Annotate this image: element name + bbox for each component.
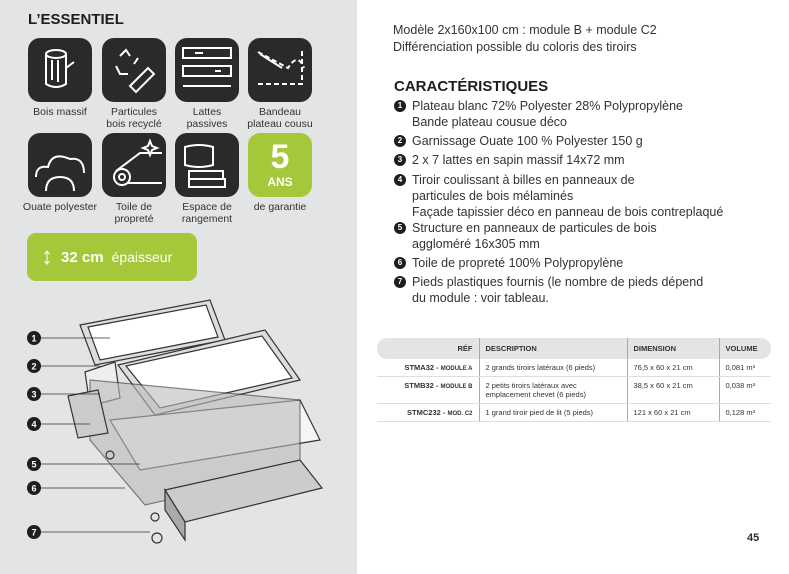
number-badge: 5 <box>394 222 406 234</box>
number-badge: 2 <box>394 135 406 147</box>
callout-1: 1 <box>27 331 41 345</box>
feature-label: Ouate polyester <box>22 201 98 213</box>
vertical-arrow-icon: ↕ <box>41 243 53 270</box>
log-icon <box>28 38 92 102</box>
col-ref: RÉF <box>377 338 479 359</box>
page-number: 45 <box>747 532 760 544</box>
number-badge: 7 <box>394 276 406 288</box>
callout-5: 5 <box>27 457 41 471</box>
callout-6: 6 <box>27 481 41 495</box>
bed-exploded-diagram: 1 2 3 4 5 6 7 <box>27 299 324 544</box>
intro-line-2: Différenciation possible du coloris des … <box>393 40 637 54</box>
svg-text:1: 1 <box>31 334 36 344</box>
number-badge: 1 <box>394 100 406 112</box>
number-badge: 6 <box>394 257 406 269</box>
pillow-storage-icon <box>175 133 239 197</box>
slats-icon <box>175 38 239 102</box>
col-volume: VOLUME <box>718 338 771 359</box>
col-dimension: DIMENSION <box>626 338 719 359</box>
module-table: RÉF DESCRIPTION DIMENSION VOLUME STMA32 … <box>377 338 771 422</box>
recycle-wood-icon <box>102 38 166 102</box>
svg-text:4: 4 <box>31 420 36 430</box>
callout-2: 2 <box>27 359 41 373</box>
callout-4: 4 <box>27 417 41 431</box>
thickness-label: épaisseur <box>111 249 173 265</box>
characteristics-title: CARACTÉRISTIQUES <box>394 78 549 95</box>
svg-text:7: 7 <box>31 528 36 538</box>
svg-text:2: 2 <box>31 362 36 372</box>
svg-text:3: 3 <box>31 390 36 400</box>
col-description: DESCRIPTION <box>478 338 627 359</box>
callout-7: 7 <box>27 525 41 539</box>
thickness-value: 32 cm <box>61 248 104 266</box>
svg-text:6: 6 <box>31 484 36 494</box>
feature-label: de garantie <box>253 201 307 213</box>
warranty-years: 5 <box>270 138 290 176</box>
feature-label: Bois massif <box>33 106 87 118</box>
thickness-badge: ↕ 32 cm épaisseur <box>27 233 197 281</box>
callout-3: 3 <box>27 387 41 401</box>
number-badge: 3 <box>394 154 406 166</box>
warranty-unit: ANS <box>267 175 293 189</box>
cloud-fiber-icon <box>28 133 92 197</box>
intro-line-1: Modèle 2x160x100 cm : module B + module … <box>393 23 657 37</box>
svg-text:5: 5 <box>31 460 36 470</box>
number-badge: 4 <box>394 174 406 186</box>
sewing-needle-icon <box>248 38 312 102</box>
essentiel-title: L’ESSENTIEL <box>28 11 124 28</box>
roll-fabric-icon <box>102 133 166 197</box>
